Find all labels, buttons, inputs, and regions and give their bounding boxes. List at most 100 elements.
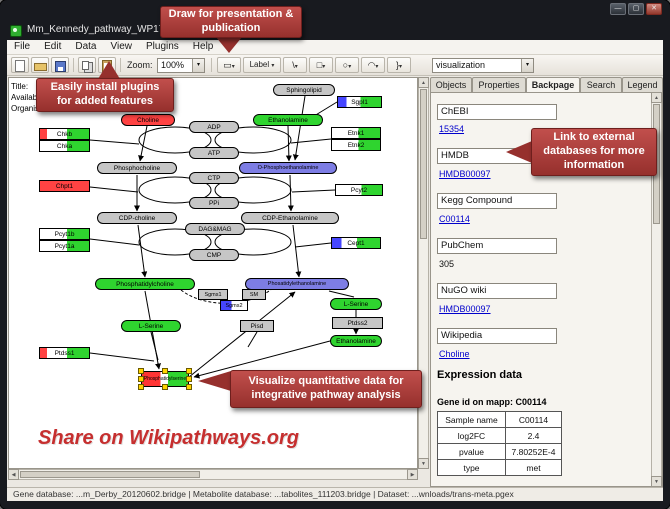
callout-plugins: Easily install plugins for added feature… xyxy=(36,78,174,112)
tab-properties[interactable]: Properties xyxy=(472,77,526,92)
selection-handle[interactable] xyxy=(186,384,192,390)
pathway-node-o-phosphoethanolamine[interactable]: O-Phosphoethanolamine xyxy=(239,162,337,174)
pathway-node-chpt1[interactable]: Chpt1 xyxy=(39,180,90,192)
scrollbar-thumb[interactable] xyxy=(420,89,427,239)
open-button[interactable] xyxy=(31,57,49,73)
selection-handle[interactable] xyxy=(138,384,144,390)
wikipedia-link[interactable]: Choline xyxy=(439,349,470,359)
line-tool-icon: \ xyxy=(292,60,295,70)
pathway-node-pcyt1b[interactable]: Pcyt1b xyxy=(39,228,90,240)
new-file-button[interactable] xyxy=(11,57,29,73)
scroll-down-icon[interactable]: ▼ xyxy=(418,458,429,469)
datasource-heading-nugo: NuGO wiki xyxy=(437,283,557,299)
side-panel-tabs: Objects Properties Backpage Search Legen… xyxy=(430,77,663,92)
pathway-node-sgpl1[interactable]: Sgpl1 xyxy=(337,96,382,108)
pathway-node-etnk1[interactable]: Etnk1 xyxy=(331,127,381,139)
selection-handle[interactable] xyxy=(162,384,168,390)
open-folder-icon xyxy=(34,63,47,71)
tab-objects[interactable]: Objects xyxy=(430,77,472,92)
selection-handle[interactable] xyxy=(138,376,144,382)
pathway-node-ptdss1[interactable]: Ptdss1 xyxy=(39,347,90,359)
pathway-node-sgms1[interactable]: Sgms1 xyxy=(198,289,228,300)
pathway-node-pisd[interactable]: Pisd xyxy=(240,320,274,332)
pathway-node-ptdss2[interactable]: Ptdss2 xyxy=(332,317,383,329)
arc-tool-button[interactable]: ◠▾ xyxy=(361,57,385,73)
kegg-id-link[interactable]: C00114 xyxy=(439,214,470,224)
pathway-node-ctp[interactable]: CTP xyxy=(189,172,239,184)
line-tool-button[interactable]: \▾ xyxy=(283,57,307,73)
pathway-node-cept1[interactable]: Cept1 xyxy=(331,237,381,249)
pathway-node-adp[interactable]: ADP xyxy=(189,121,239,133)
datanode-tool-button[interactable]: ▭▾ xyxy=(217,57,241,73)
pathway-node-sm[interactable]: SM xyxy=(242,289,266,300)
copy-button[interactable] xyxy=(78,57,96,73)
pathway-node-chkb[interactable]: Chkb xyxy=(39,128,90,140)
save-button[interactable] xyxy=(51,57,69,73)
close-button[interactable]: ✕ xyxy=(646,3,662,15)
minimize-button[interactable]: — xyxy=(610,3,626,15)
menu-file[interactable]: File xyxy=(14,41,31,52)
pathway-node-l-serine-right[interactable]: L-Serine xyxy=(330,298,382,310)
zoom-combobox[interactable]: 100%▾ xyxy=(157,58,205,73)
menu-plugins[interactable]: Plugins xyxy=(145,41,179,52)
tab-legend[interactable]: Legend xyxy=(622,77,663,92)
pathway-node-choline[interactable]: Choline xyxy=(121,114,175,126)
pathway-node-chka[interactable]: Chka xyxy=(39,140,90,152)
pathway-node-phosphatidylethanolamine[interactable]: Phosatidylethanolamine xyxy=(245,278,349,290)
menu-view[interactable]: View xyxy=(110,41,132,52)
new-file-icon xyxy=(15,60,25,72)
tab-search[interactable]: Search xyxy=(580,77,622,92)
canvas-horizontal-scrollbar[interactable]: ◀ ▶ xyxy=(8,469,418,480)
pathway-node-ppi[interactable]: PPi xyxy=(189,197,239,209)
pathway-node-atp[interactable]: ATP xyxy=(189,147,239,159)
scroll-down-icon[interactable]: ▼ xyxy=(651,476,662,487)
canvas-vertical-scrollbar[interactable]: ▲ ▼ xyxy=(418,77,429,469)
scroll-up-icon[interactable]: ▲ xyxy=(418,77,429,88)
chevron-down-icon[interactable]: ▾ xyxy=(521,59,533,72)
backpage-panel: ChEBI 15354 HMDB HMDB00097 Kegg Compound… xyxy=(430,92,663,487)
scrollbar-thumb[interactable] xyxy=(20,471,200,478)
oval-tool-button[interactable]: ○▾ xyxy=(335,57,359,73)
scroll-left-icon[interactable]: ◀ xyxy=(8,469,19,480)
pathway-node-pcyt1a[interactable]: Pcyt1a xyxy=(39,240,90,252)
pathway-node-pcyt2[interactable]: Pcyt2 xyxy=(335,184,383,196)
pathway-node-cdp-choline[interactable]: CDP-choline xyxy=(97,212,177,224)
chevron-down-icon: ▾ xyxy=(271,63,275,69)
pathway-node-etnk2[interactable]: Etnk2 xyxy=(331,139,381,151)
scroll-right-icon[interactable]: ▶ xyxy=(407,469,418,480)
rectangle-tool-button[interactable]: □▾ xyxy=(309,57,333,73)
pathway-node-ethanolamine-bottom[interactable]: Ethanolamine xyxy=(330,335,382,347)
pathway-node-cdp-ethanolamine[interactable]: CDP-Ethanolamine xyxy=(241,212,339,224)
menu-data[interactable]: Data xyxy=(75,41,97,52)
selection-handle[interactable] xyxy=(162,368,168,374)
menu-edit[interactable]: Edit xyxy=(44,41,62,52)
visualization-combobox[interactable]: visualization▾ xyxy=(432,58,534,73)
pathway-node-sgms2[interactable]: Sgms2 xyxy=(220,300,248,311)
table-row: pvalue 7.80252E-4 xyxy=(437,443,562,460)
chebi-id-link[interactable]: 15354 xyxy=(439,124,465,134)
pathway-node-ethanolamine-top[interactable]: Ethanolamine xyxy=(253,114,323,126)
pathway-node-cmp[interactable]: CMP xyxy=(189,249,239,261)
label-tool-button[interactable]: Label ▾ xyxy=(243,57,281,73)
maximize-button[interactable]: ▢ xyxy=(628,3,644,15)
selection-handle[interactable] xyxy=(138,368,144,374)
statusbar: Gene database: ...m_Derby_20120602.bridg… xyxy=(7,487,663,501)
pathway-node-phosphatidylcholine[interactable]: Phosphatidylcholine xyxy=(95,278,195,290)
brace-tool-button[interactable]: }▾ xyxy=(387,57,411,73)
selection-handle[interactable] xyxy=(186,376,192,382)
hmdb-id-link[interactable]: HMDB00097 xyxy=(439,169,491,179)
chevron-down-icon[interactable]: ▾ xyxy=(192,59,204,72)
pathway-node-sphingolipid[interactable]: Sphingolipid xyxy=(273,84,335,96)
pathvisio-app-icon xyxy=(10,25,22,37)
tab-backpage[interactable]: Backpage xyxy=(526,77,580,92)
callout-plugins-arrow-icon xyxy=(98,61,120,79)
pathway-canvas[interactable]: Title: Availability: Organism: Sphingoli… xyxy=(8,77,418,469)
selection-handle[interactable] xyxy=(186,368,192,374)
toolbar: Zoom: 100%▾ ▭▾ Label ▾ \▾ □▾ ○▾ ◠▾ }▾ vi… xyxy=(7,55,663,76)
menu-help[interactable]: Help xyxy=(192,41,214,52)
pathway-node-phosphocholine[interactable]: Phosphocholine xyxy=(97,162,177,174)
pathway-node-dag-mag[interactable]: DAG&MAG xyxy=(185,223,245,235)
pathway-node-l-serine-left[interactable]: L-Serine xyxy=(121,320,181,332)
scroll-up-icon[interactable]: ▲ xyxy=(651,92,662,103)
nugo-id-link[interactable]: HMDB00097 xyxy=(439,304,491,314)
